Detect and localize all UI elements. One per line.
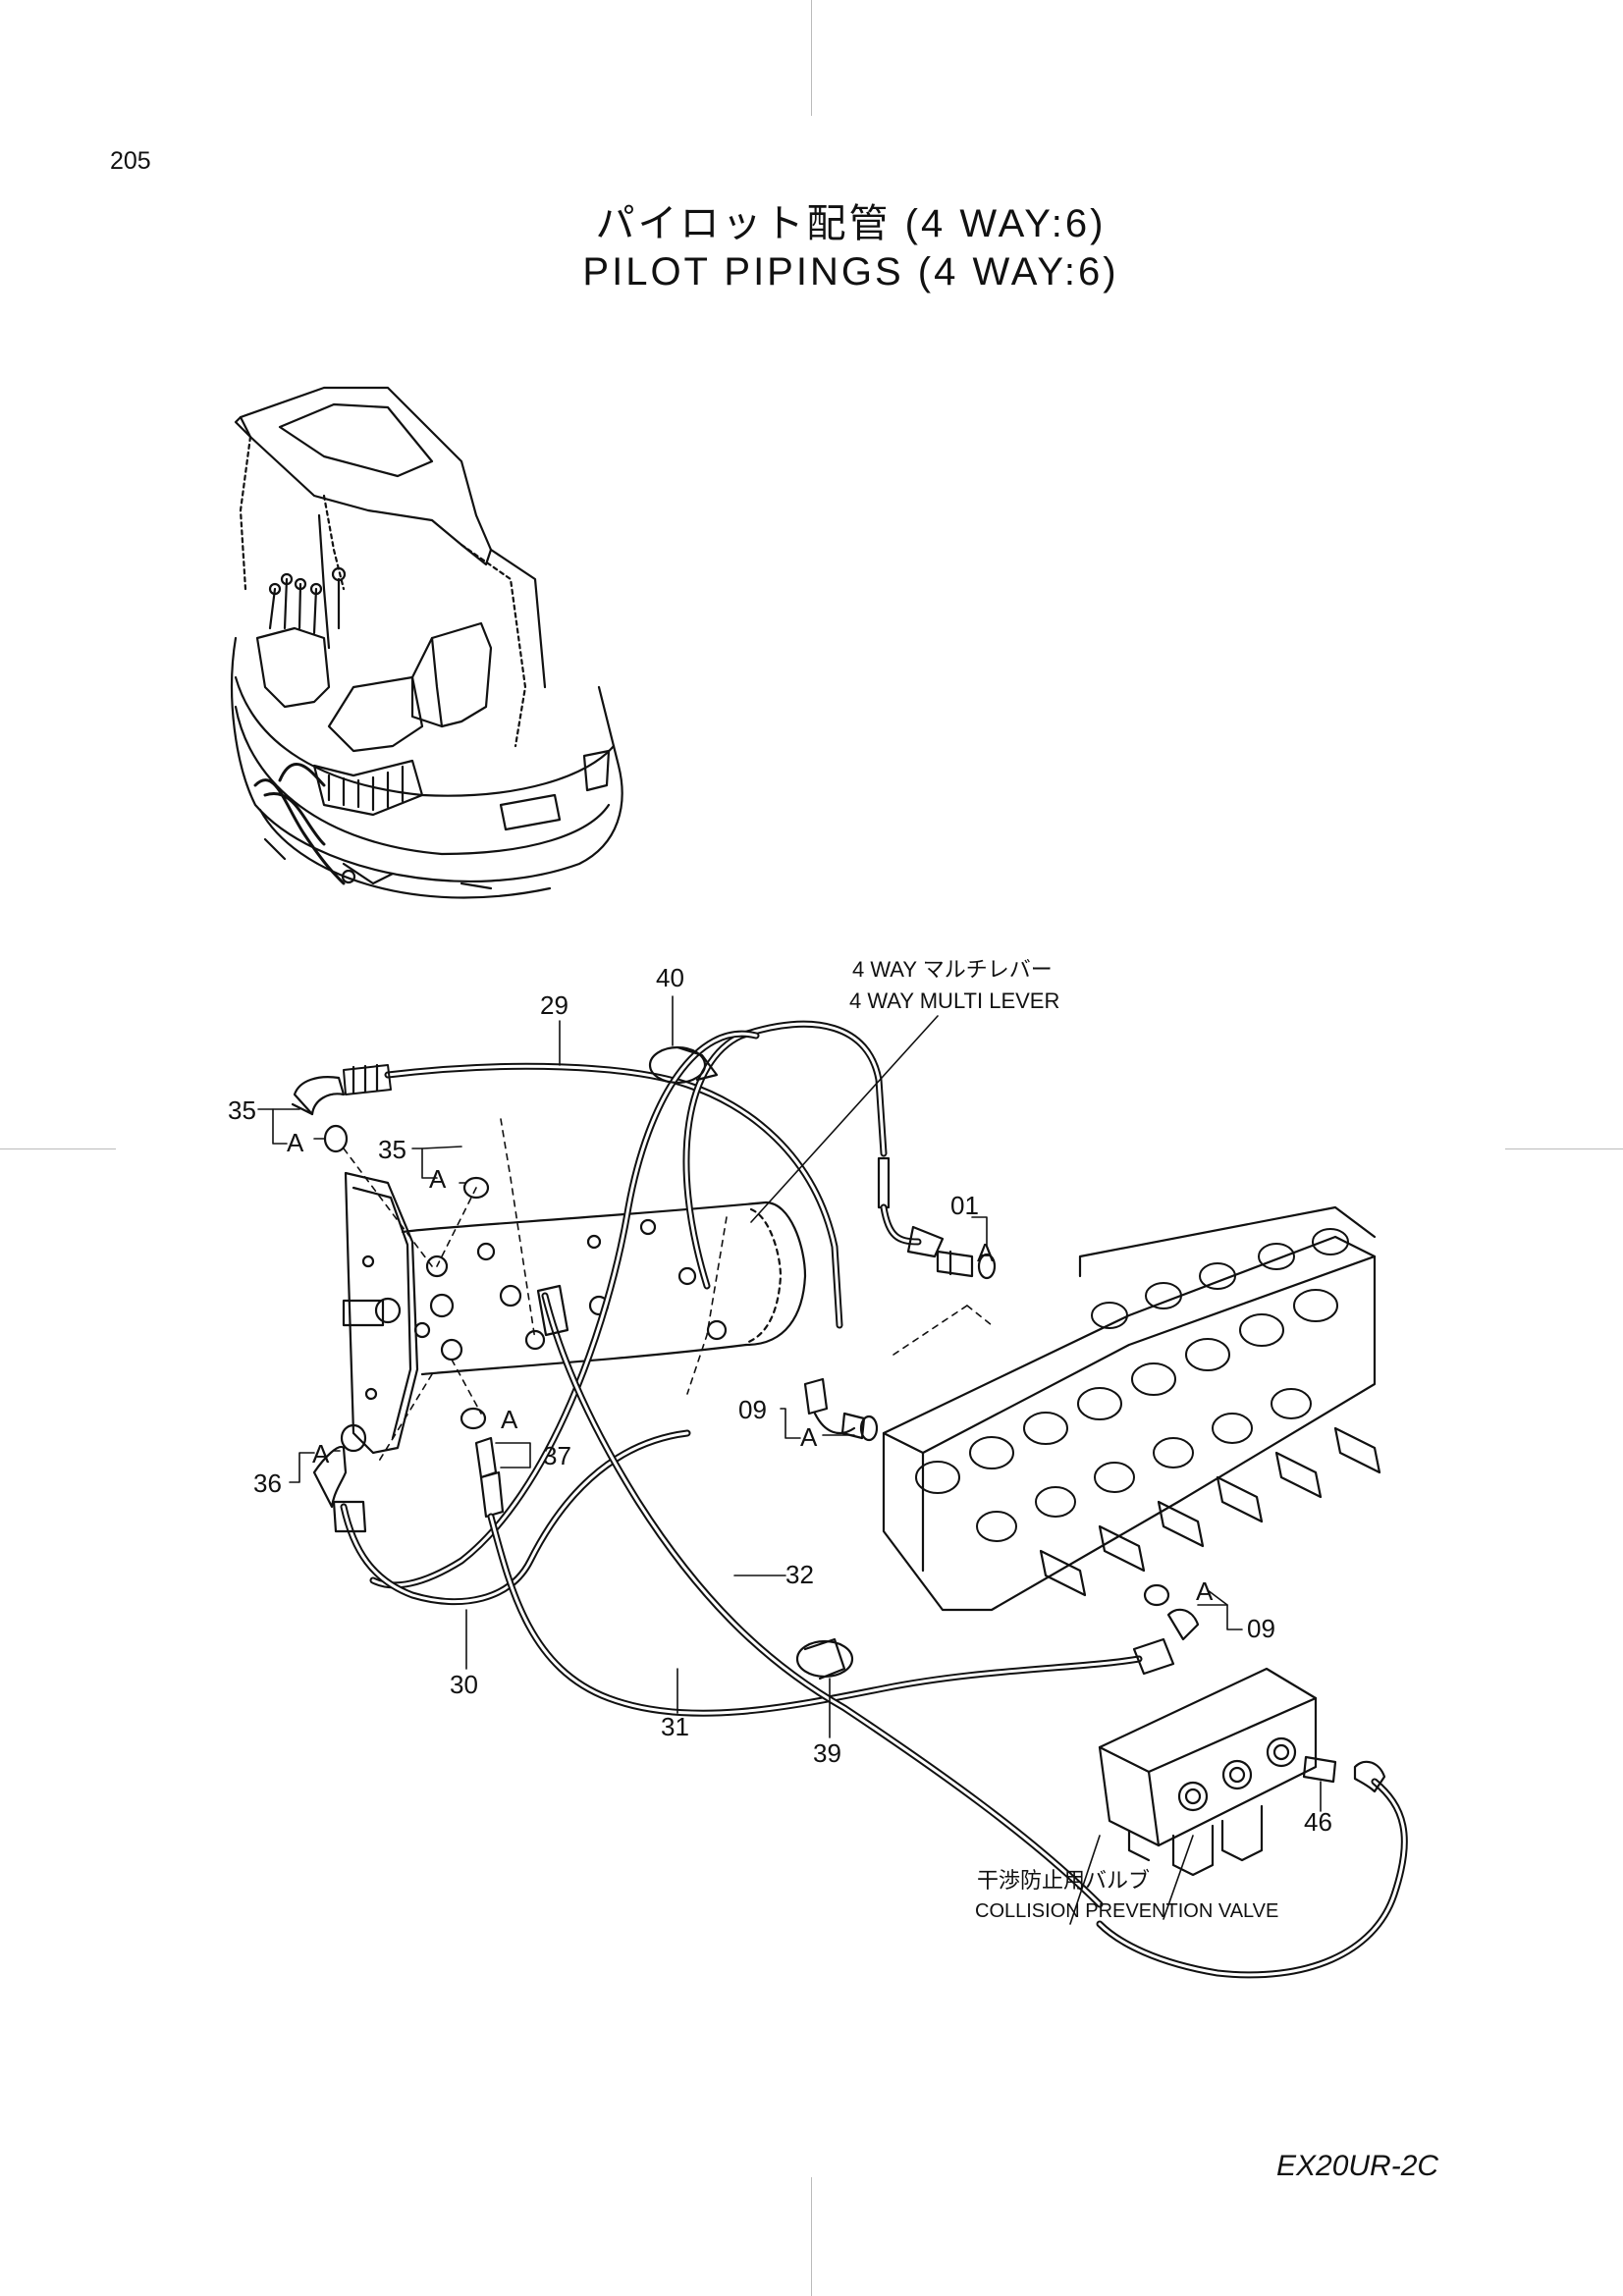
part-label-31: 31 bbox=[661, 1712, 689, 1741]
crop-mark-right bbox=[1505, 1148, 1623, 1149]
part-label-37: 37 bbox=[543, 1441, 571, 1470]
multi-lever-block bbox=[342, 1118, 807, 1464]
part-label-01: 01 bbox=[950, 1191, 979, 1220]
part-label-40: 40 bbox=[656, 963, 684, 992]
detail-a-label: A bbox=[977, 1238, 995, 1267]
o-rings bbox=[323, 1124, 1170, 1607]
part-label-36: 36 bbox=[253, 1468, 282, 1498]
detail-a-label: A bbox=[287, 1128, 304, 1157]
crop-mark-top bbox=[811, 0, 812, 116]
page-number: 205 bbox=[110, 147, 151, 175]
multi-lever-label-en: 4 WAY MULTI LEVER bbox=[849, 988, 1059, 1013]
part-label-09-upper: 09 bbox=[738, 1395, 767, 1424]
collision-valve-label-jp: 干渉防止用バルブ bbox=[977, 1868, 1150, 1893]
detail-a-label: A bbox=[1196, 1576, 1214, 1606]
model-code: EX20UR-2C bbox=[1276, 2150, 1439, 2182]
crop-mark-bottom bbox=[811, 2177, 812, 2296]
detail-a-label: A bbox=[429, 1164, 447, 1194]
detail-a-label: A bbox=[501, 1405, 518, 1434]
crop-mark-left bbox=[0, 1148, 116, 1149]
part-label-39: 39 bbox=[813, 1738, 841, 1768]
control-valve-bank bbox=[882, 1205, 1381, 1612]
part-label-32: 32 bbox=[785, 1560, 814, 1589]
part-label-09-lower: 09 bbox=[1247, 1614, 1275, 1643]
part-labels: 35 A 35 A 29 40 01 A 09 A A 36 A 37 32 3… bbox=[228, 963, 1332, 1837]
part-label-29: 29 bbox=[540, 990, 568, 1020]
part-label-35-left: 35 bbox=[228, 1095, 256, 1125]
collision-valve-label-en: COLLISION PREVENTION VALVE bbox=[975, 1900, 1278, 1922]
leader-lines bbox=[257, 995, 1322, 1925]
title-japanese: パイロット配管 (4 WAY:6) bbox=[595, 202, 1107, 245]
hoses bbox=[291, 1020, 1408, 1979]
part-label-35-right: 35 bbox=[378, 1135, 406, 1164]
collision-prevention-valve-body bbox=[1098, 1667, 1318, 1877]
part-label-46: 46 bbox=[1304, 1807, 1332, 1837]
title-english: PILOT PIPINGS (4 WAY:6) bbox=[582, 250, 1119, 294]
detail-a-label: A bbox=[312, 1439, 330, 1468]
part-label-30: 30 bbox=[450, 1670, 478, 1699]
callout-labels: 4 WAY マルチレバー 4 WAY MULTI LEVER 干渉防止用バルブ … bbox=[849, 957, 1278, 1922]
multi-lever-label-jp: 4 WAY マルチレバー bbox=[852, 957, 1053, 982]
detail-a-label: A bbox=[800, 1422, 818, 1452]
excavator-overview bbox=[230, 386, 623, 899]
